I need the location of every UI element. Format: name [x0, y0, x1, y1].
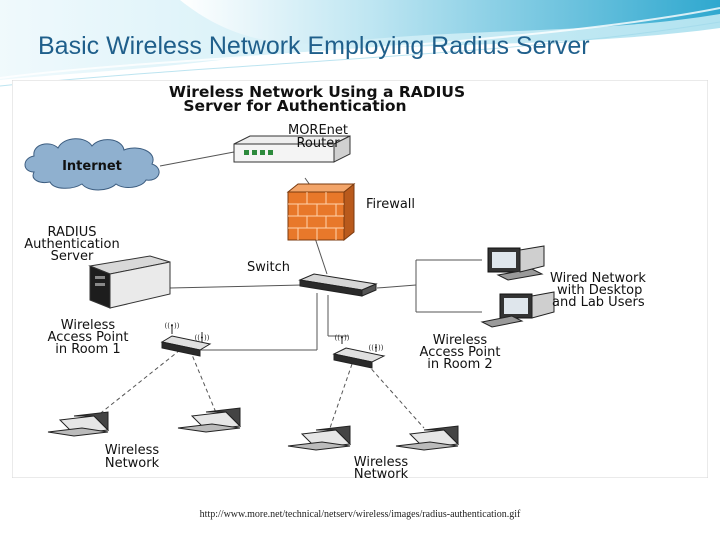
ap2-label-line3: in Room 2 — [427, 357, 492, 372]
desktop-icon-1 — [487, 245, 545, 281]
network-diagram: Wireless Network Using a RADIUS Server f… — [12, 80, 708, 478]
wired-label-line3: and Lab Users — [552, 295, 645, 310]
wireless1-label-line2: Network — [105, 456, 160, 471]
switch-label: Switch — [247, 260, 290, 275]
wireless-links — [91, 349, 425, 429]
switch-icon — [298, 273, 378, 297]
source-url: http://www.more.net/technical/netserv/wi… — [199, 509, 521, 520]
ap2-label-line1: Wireless — [433, 333, 488, 348]
diagram-title-line1: Wireless Network Using a RADIUS — [169, 83, 465, 101]
laptop-icon-1 — [47, 411, 110, 437]
slide-title: Basic Wireless Network Employing Radius … — [38, 32, 590, 60]
access-point-icon-2: ((•)) ((•)) — [332, 334, 386, 369]
internet-label: Internet — [62, 159, 122, 174]
firewall-label: Firewall — [366, 197, 415, 212]
laptop-icon-3 — [287, 425, 352, 451]
svg-text:((•)): ((•)) — [368, 344, 383, 352]
server-icon — [88, 255, 171, 309]
svg-text:((•)): ((•)) — [194, 334, 209, 342]
desktop-icon-2 — [480, 291, 555, 328]
firewall-icon — [286, 182, 356, 242]
wired-label-line1: Wired Network — [550, 271, 646, 286]
radius-label-line1: RADIUS — [47, 225, 96, 240]
ap1-label-line3: in Room 1 — [55, 342, 120, 357]
router-label-line2: Router — [296, 136, 340, 151]
access-point-icon-1: ((•)) ((•)) — [160, 322, 212, 357]
laptop-icon-4 — [395, 425, 460, 451]
laptop-icon-2 — [177, 407, 242, 433]
ap1-label-line1: Wireless — [61, 318, 116, 333]
router-label-line1: MOREnet — [288, 123, 348, 138]
diagram-title-line2: Server for Authentication — [183, 97, 406, 115]
radius-label-line2: Authentication — [24, 237, 119, 252]
svg-text:((•)): ((•)) — [164, 322, 179, 330]
internet-cloud: Internet — [24, 138, 160, 191]
router-icon — [233, 135, 351, 163]
ap1-label-line2: Access Point — [48, 330, 129, 345]
radius-label-line3: Server — [51, 249, 94, 264]
wireless2-label-line2: Network — [354, 467, 409, 478]
wireless2-label-line1: Wireless — [354, 455, 409, 470]
wireless1-label-line1: Wireless — [105, 443, 160, 458]
svg-text:((•)): ((•)) — [334, 334, 349, 342]
ap2-label-line2: Access Point — [420, 345, 501, 360]
wired-label-line2: with Desktop — [557, 283, 642, 298]
